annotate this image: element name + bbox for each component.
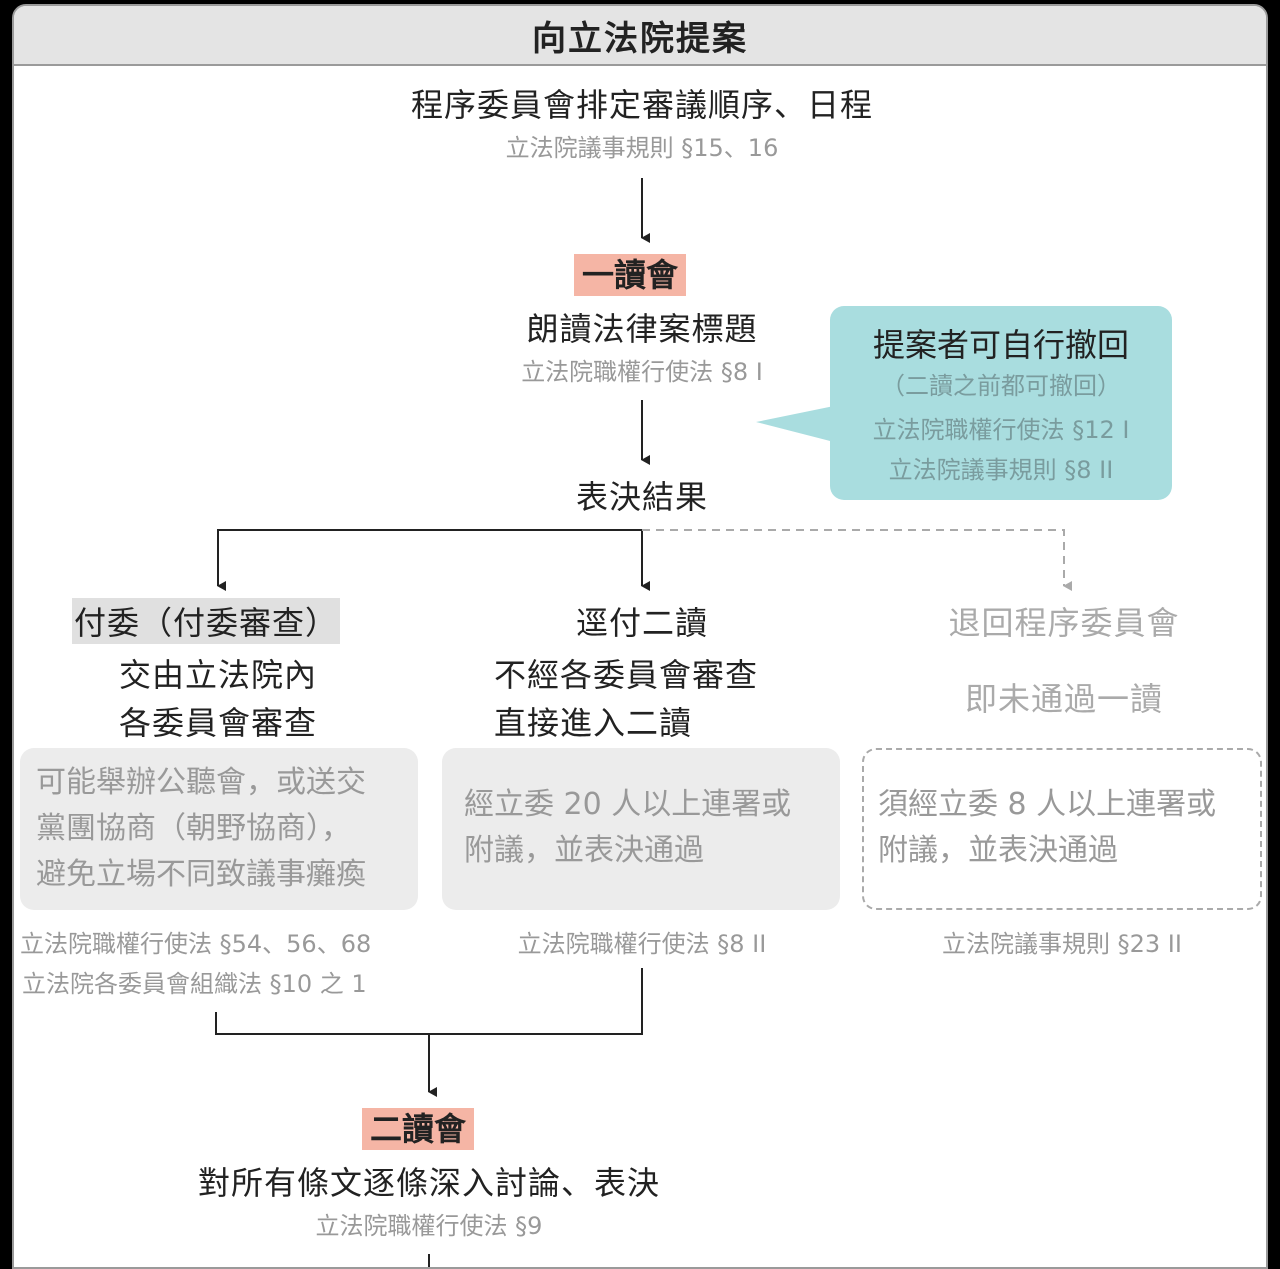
- second-reading-law: 立法院職權行使法 §9: [315, 1212, 543, 1240]
- callout-note: （二讀之前都可撤回）: [881, 372, 1121, 400]
- first-reading-law: 立法院職權行使法 §8 I: [521, 358, 763, 386]
- step1-title: 程序委員會排定審議順序、日程: [410, 86, 873, 124]
- direct-law: 立法院職權行使法 §8 II: [517, 930, 767, 958]
- withdraw-callout: 提案者可自行撤回 （二讀之前都可撤回） 立法院職權行使法 §12 I 立法院議事…: [830, 306, 1172, 500]
- callout-law2: 立法院議事規則 §8 II: [888, 456, 1114, 484]
- header-bar: 向立法院提案: [14, 6, 1266, 66]
- direct-box-line: 附議，並表決通過: [464, 833, 704, 868]
- callout-pointer: [756, 406, 834, 442]
- return-law: 立法院議事規則 §23 II: [942, 930, 1182, 958]
- vote-label: 表決結果: [575, 478, 708, 516]
- step1-law: 立法院議事規則 §15、16: [505, 134, 779, 162]
- committee-box-line: 黨團協商（朝野協商），: [36, 811, 351, 846]
- return-box-line: 附議，並表決通過: [878, 833, 1118, 868]
- committee-law2: 立法院各委員會組織法 §10 之 1: [22, 970, 367, 998]
- committee-desc1: 交由立法院內: [118, 656, 317, 694]
- first-reading-desc: 朗讀法律案標題: [526, 310, 758, 348]
- direct-title: 逕付二讀: [575, 604, 708, 642]
- connector-lines: [215, 178, 1072, 1267]
- committee-box-line: 避免立場不同致議事癱瘓: [36, 857, 366, 892]
- direct-box-line: 經立委 20 人以上連署或: [464, 787, 792, 822]
- return-desc: 即未通過一讀: [964, 680, 1163, 718]
- committee-desc2: 各委員會審查: [118, 704, 317, 742]
- callout-law1: 立法院職權行使法 §12 I: [872, 416, 1130, 444]
- callout-title: 提案者可自行撤回: [872, 326, 1129, 364]
- committee-box: 可能舉辦公聽會，或送交 黨團協商（朝野協商）， 避免立場不同致議事癱瘓: [20, 748, 418, 910]
- committee-law1: 立法院職權行使法 §54、56、68: [20, 930, 372, 958]
- direct-box: 經立委 20 人以上連署或 附議，並表決通過: [442, 748, 840, 910]
- second-reading-badge: 二讀會: [362, 1108, 475, 1150]
- direct-desc1: 不經各委員會審查: [494, 656, 759, 694]
- direct-desc2: 直接進入二讀: [494, 704, 693, 742]
- header-title: 向立法院提案: [532, 18, 748, 59]
- return-box: 須經立委 8 人以上連署或 附議，並表決通過: [862, 748, 1262, 910]
- branch-line: [217, 529, 642, 586]
- committee-title: 付委（付委審查）: [72, 598, 341, 644]
- committee-box-line: 可能舉辦公聽會，或送交: [36, 765, 366, 800]
- return-title: 退回程序委員會: [948, 604, 1180, 642]
- first-reading-badge: 一讀會: [574, 254, 687, 296]
- return-box-line: 須經立委 8 人以上連署或: [878, 787, 1217, 822]
- second-reading-desc: 對所有條文逐條深入討論、表決: [197, 1164, 660, 1202]
- dashed-branch-line: [642, 529, 1072, 591]
- flowchart-frame: 向立法院提案 程序委員會排定審議順序、日程 立法院議事規則 §15、16 一讀會…: [12, 4, 1268, 1269]
